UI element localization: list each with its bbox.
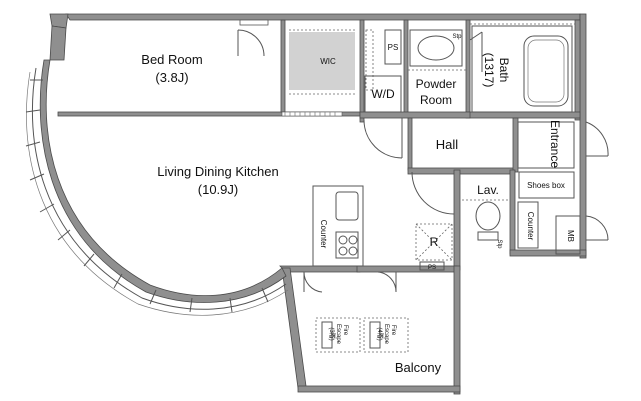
refrigerator-space [415, 223, 453, 261]
lav-counter-label: Counter [526, 212, 535, 241]
balcony-label: Balcony [395, 360, 442, 375]
bath-name: Bath [497, 58, 511, 83]
stp-lav-label: Stp [496, 239, 502, 249]
shoes-box-label: Shoes box [527, 181, 565, 190]
ps-box [384, 29, 402, 65]
fire-escape-1-line1: Fire [342, 325, 348, 336]
bedroom-size: (3.8J) [155, 70, 188, 85]
lav-label: Lav. [477, 183, 499, 197]
fire-escape-2-line2: Escape [383, 324, 389, 345]
stp-bath-label: Stp [452, 34, 462, 40]
curved-facade [25, 59, 289, 316]
balcony-doors [303, 271, 397, 293]
fire-escape-2-line3: (4階) [376, 327, 384, 340]
powder-label-line2: Room [420, 93, 452, 107]
powder-label-line1: Powder [416, 77, 457, 91]
kitchen-ps-label: PS [428, 265, 436, 271]
bedroom-window [237, 19, 269, 57]
wd-label: W/D [371, 87, 395, 101]
mb-label: MB [566, 230, 575, 242]
kitchen-counter [312, 185, 364, 267]
powder-door [363, 118, 403, 159]
bath-fixture [469, 23, 575, 113]
kitchen-ps-box [419, 261, 445, 271]
wic-label: WIC [320, 57, 336, 66]
kitchen-counter-label: Counter [319, 220, 328, 249]
fire-escape-2-line1: Fire [390, 325, 396, 336]
washer-dryer-box [364, 75, 402, 113]
wic-area [289, 29, 374, 95]
refrigerator-label: R [430, 235, 439, 249]
fire-escape-hatches [315, 317, 409, 353]
fire-escape-1-line3: (3階) [328, 327, 336, 340]
hall-door [411, 171, 455, 215]
ldk-name: Living Dining Kitchen [157, 164, 278, 179]
sliding-door-hatch [281, 111, 343, 117]
ps-label: PS [388, 43, 399, 52]
ldk-size: (10.9J) [198, 182, 238, 197]
mb-cabinet [555, 215, 609, 255]
bedroom-name: Bed Room [141, 52, 202, 67]
entrance-label: Entrance [548, 120, 562, 168]
entrance-area [517, 121, 609, 199]
bath-size: (1317) [482, 53, 496, 88]
hall-label: Hall [436, 137, 459, 152]
fire-escape-1-line2: Escape [335, 324, 341, 345]
walls [49, 13, 587, 395]
room-labels: Bed Room (3.8J) Living Dining Kitchen (1… [141, 34, 575, 375]
lav-fixtures [462, 199, 539, 249]
powder-sink [408, 29, 466, 71]
